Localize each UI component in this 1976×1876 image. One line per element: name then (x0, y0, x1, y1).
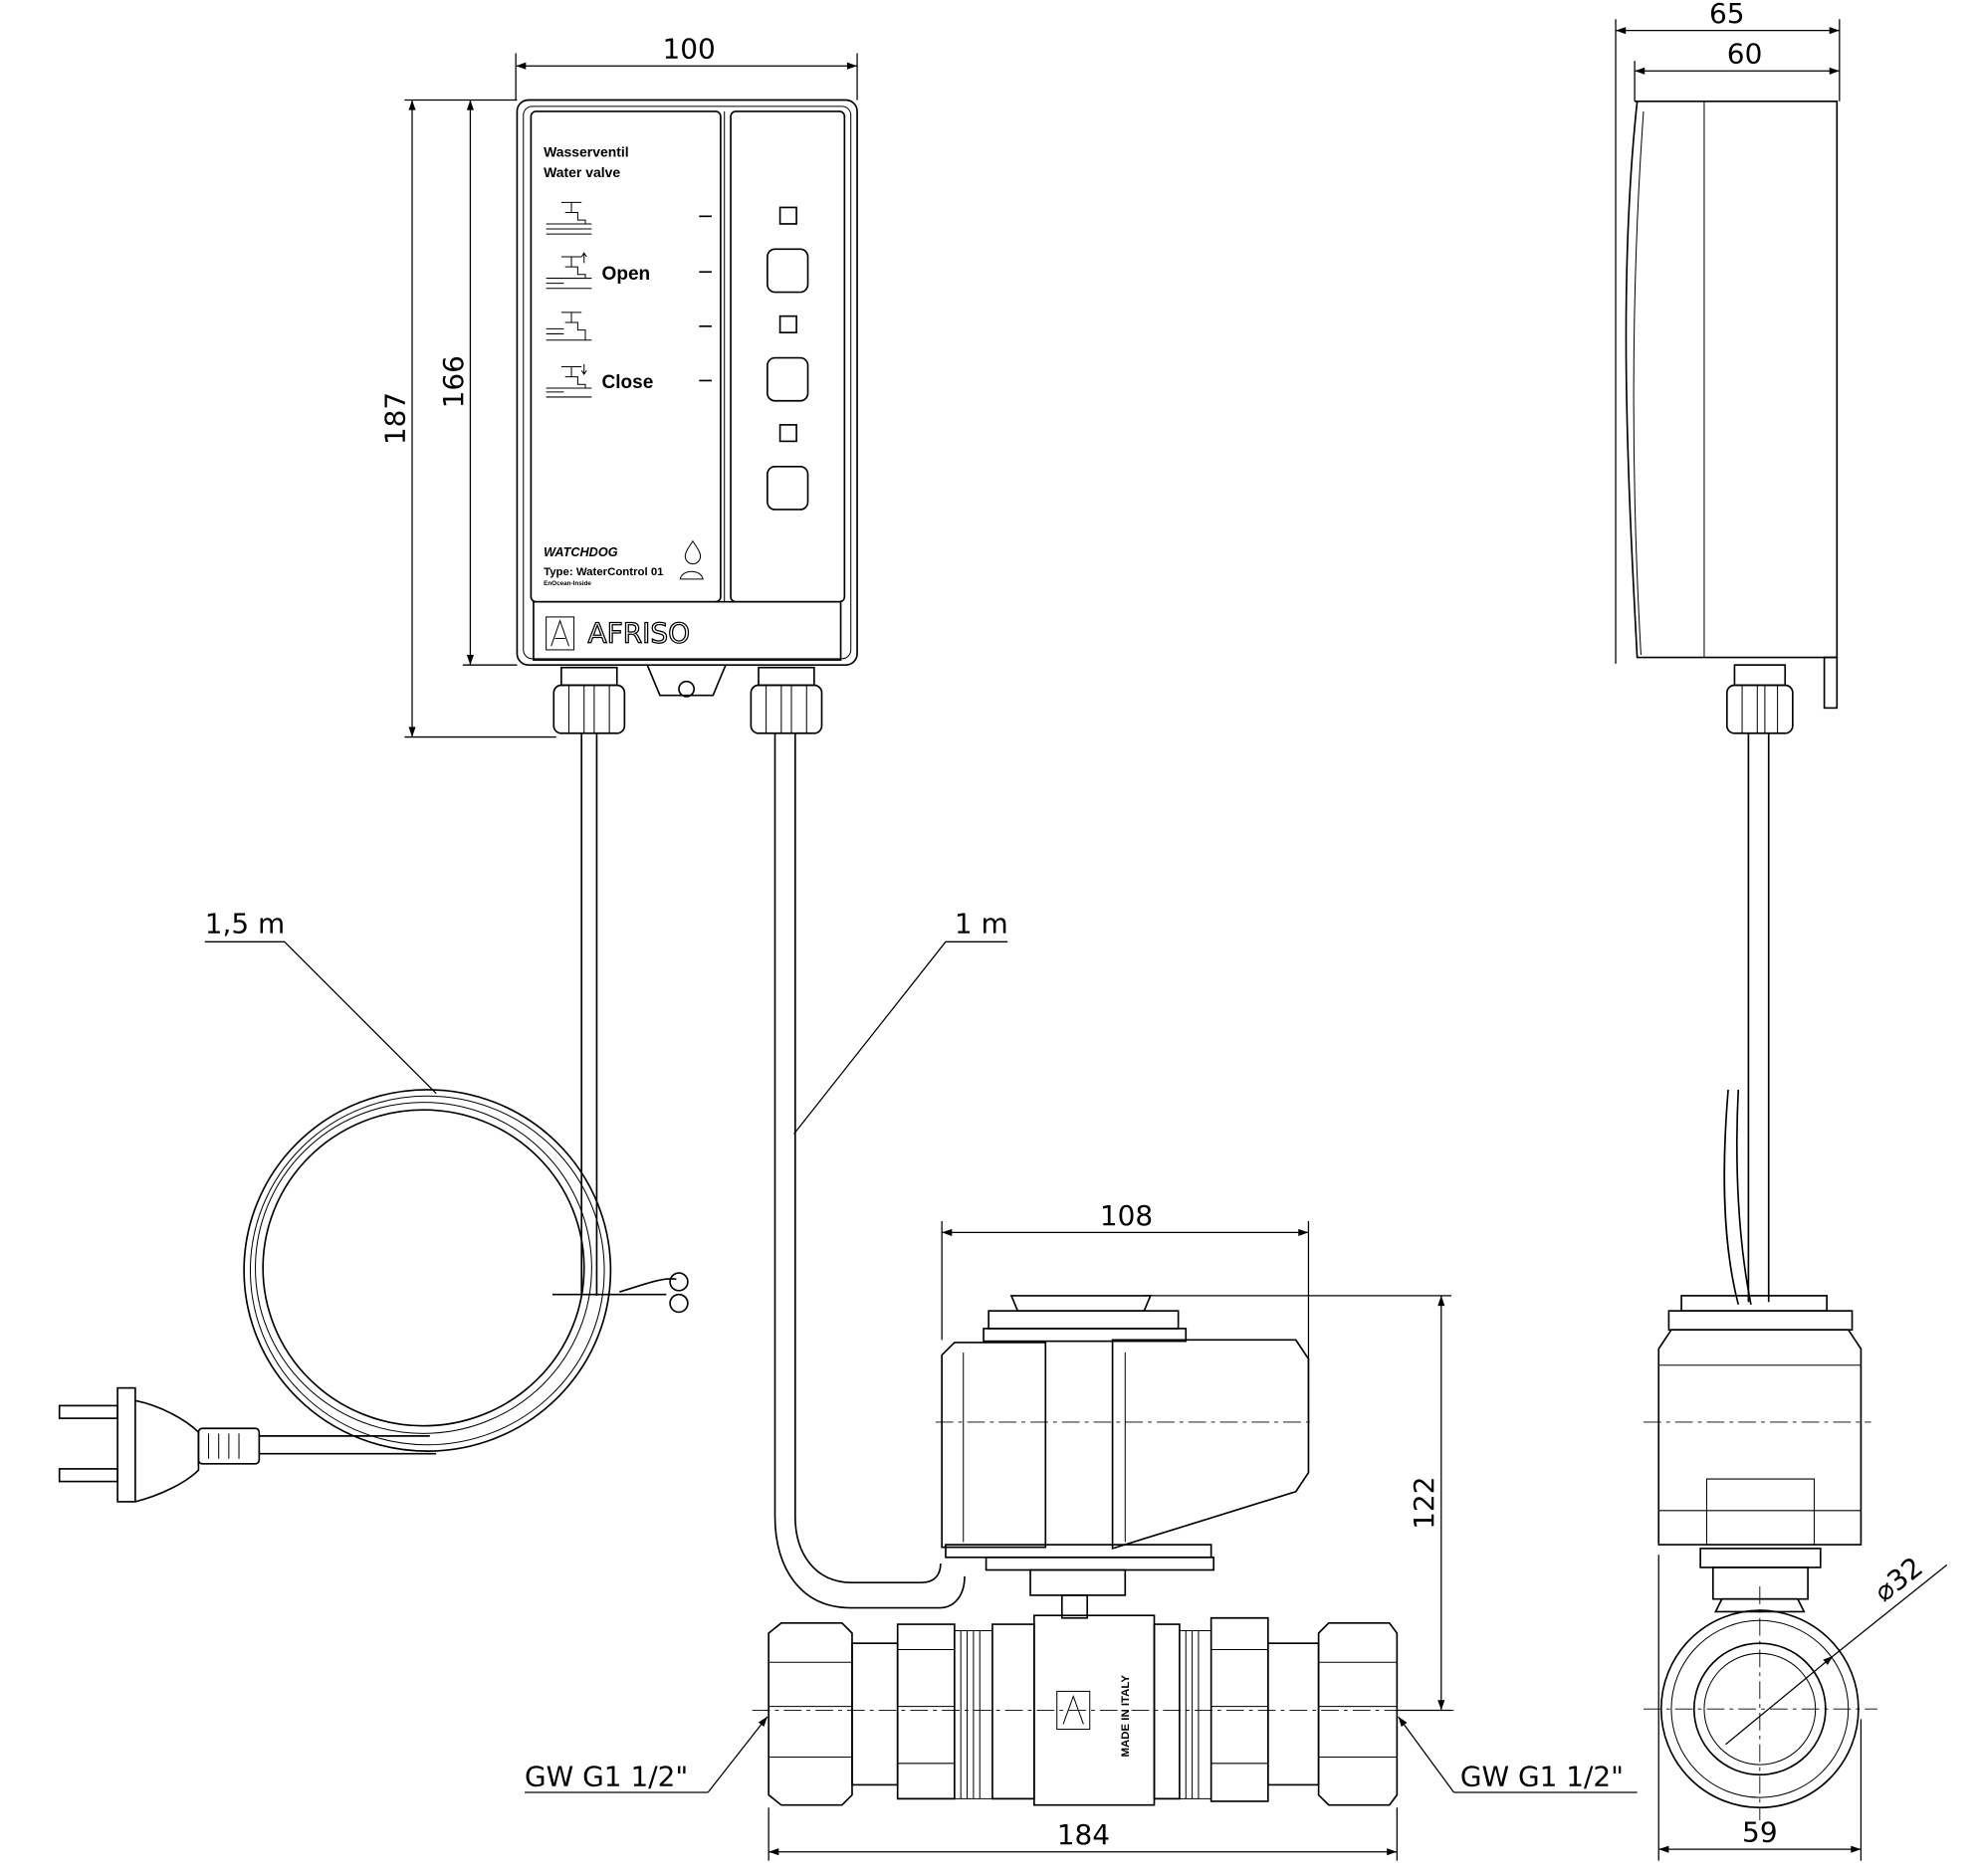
device-label-en: Water valve (544, 164, 620, 180)
dim-box-width: 100 (662, 33, 715, 66)
open-label: Open (602, 264, 651, 285)
valve-closed-icon (546, 312, 592, 341)
mounting-tab (646, 664, 727, 697)
ball-valve-front: MADE IN ITALY (752, 1614, 1454, 1806)
valve-opening-icon (546, 252, 592, 290)
status-led-3 (778, 424, 797, 443)
type-label: Type: WaterControl 01 (544, 566, 664, 578)
sensor-icon (679, 570, 704, 580)
dim-actuator-width: 108 (1100, 1199, 1153, 1232)
brand-logo: AFRISO (588, 616, 691, 649)
dim-total-height: 187 (378, 392, 411, 445)
dim-valve-length: 184 (1057, 1818, 1110, 1851)
thread-label-right: GW G1 1/2" (1460, 1761, 1624, 1793)
valve-cable (773, 732, 966, 1609)
power-plug-icon (58, 1386, 261, 1503)
dim-power-cable: 1,5 m (205, 907, 285, 939)
made-in-italy-label: MADE IN ITALY (1120, 1675, 1132, 1758)
valve-actuator-front (935, 1295, 1315, 1619)
device-label-de: Wasserventil (544, 144, 629, 160)
close-button[interactable] (767, 356, 809, 402)
afriso-logo-icon (546, 616, 575, 651)
dim-valve-height: 122 (1408, 1477, 1440, 1530)
dimension-lines (204, 19, 1948, 1861)
water-drop-icon (684, 539, 702, 565)
control-box-front: Wasserventil Water valve Open Close WATC… (516, 99, 858, 667)
open-button[interactable] (767, 248, 809, 294)
watchdog-logo: WATCHDOG (544, 545, 618, 559)
dim-valve-width: 59 (1742, 1816, 1778, 1849)
enocean-label: EnOcean-Inside (544, 580, 591, 587)
valve-open-icon (546, 201, 592, 235)
close-label: Close (602, 372, 654, 393)
dim-side-depth: 60 (1727, 38, 1763, 71)
control-box-side (1625, 100, 1839, 1306)
status-led-1 (778, 206, 797, 225)
dimension-labels: 100 187 166 65 60 1,5 m 1 m 108 122 184 … (205, 0, 1929, 1851)
dim-valve-diameter: ⌀32 (1867, 1551, 1929, 1608)
power-cable (58, 732, 689, 1503)
function-button[interactable] (767, 465, 809, 511)
valve-side-view (1643, 1295, 1877, 1820)
valve-closing-icon (546, 363, 592, 398)
thread-label-left: GW G1 1/2" (525, 1761, 688, 1793)
dim-valve-cable: 1 m (955, 907, 1008, 939)
dim-box-height: 166 (437, 355, 470, 408)
dim-side-depth-total: 65 (1709, 0, 1745, 30)
cable-glands (552, 664, 823, 734)
status-led-marks (699, 215, 713, 382)
status-led-2 (778, 314, 797, 333)
